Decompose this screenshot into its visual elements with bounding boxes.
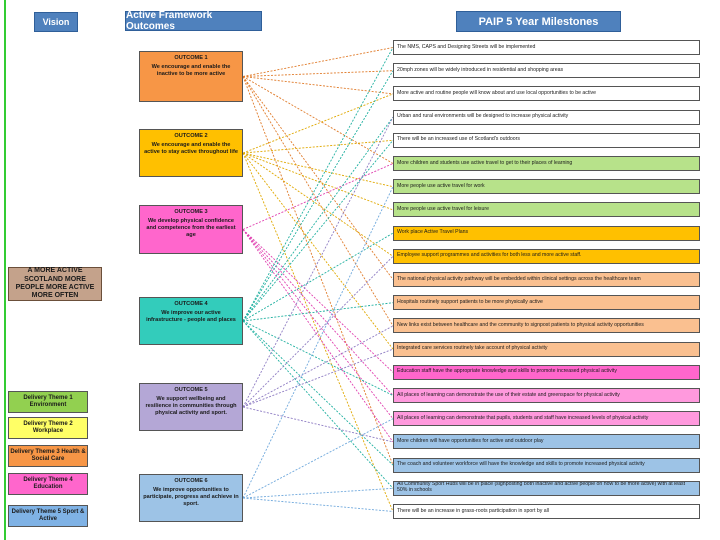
connector-line <box>242 229 394 443</box>
delivery-theme-3: Delivery Theme 3 Health & Social Care <box>8 445 88 467</box>
connector-line <box>242 229 394 419</box>
milestone-item: All places of learning can demonstrate t… <box>393 388 700 403</box>
milestone-item: More people use active travel for work <box>393 179 700 195</box>
outcome-box-2: OUTCOME 2 We encourage and enable the act… <box>139 129 243 177</box>
connector-line <box>242 152 394 188</box>
connector-line <box>242 232 394 322</box>
milestone-item: Work place Active Travel Plans <box>393 225 700 241</box>
connector-line <box>242 76 394 164</box>
milestone-item: More people use active travel for leisur… <box>393 202 700 218</box>
milestone-item: 20mph zones will be widely introduced in… <box>393 63 700 79</box>
connector-line <box>242 140 394 322</box>
outcome-description: We develop physical confidence and compe… <box>146 217 236 238</box>
connector-line <box>242 76 394 280</box>
milestone-item: Hospitals routinely support patients to … <box>393 295 700 311</box>
connector-line <box>242 76 394 95</box>
outcome-title: OUTCOME 2 <box>174 133 208 139</box>
milestone-item: All Community Sport Hubs will be in plac… <box>393 480 700 496</box>
outcome-box-3: OUTCOME 3 We develop physical confidence … <box>139 205 243 254</box>
outcome-box-4: OUTCOME 4 We improve our active infrastru… <box>139 297 243 345</box>
outcome-description: We improve our active infrastructure - p… <box>146 309 236 323</box>
connector-line <box>242 70 394 322</box>
connector-line <box>242 497 394 512</box>
connector-line <box>242 152 394 211</box>
outcome-title: OUTCOME 3 <box>174 209 208 215</box>
connector-line <box>242 139 394 154</box>
connector-line <box>242 152 394 257</box>
connector-line <box>242 255 394 408</box>
milestone-item: More children will have opportunities fo… <box>393 434 700 450</box>
connector-line <box>242 348 394 408</box>
connector-line <box>242 186 394 499</box>
milestones-header: PAIP 5 Year Milestones <box>456 11 621 32</box>
connector-line <box>242 302 394 322</box>
outcome-description: We encourage and enable the inactive to … <box>151 63 231 77</box>
connector-line <box>242 76 394 327</box>
milestone-item: More active and routine people will know… <box>393 86 700 102</box>
delivery-theme-5: Delivery Theme 5 Sport & Active <box>8 505 88 527</box>
milestone-item: Urban and rural environments will be des… <box>393 109 700 125</box>
connector-line <box>242 152 394 350</box>
milestone-item: All places of learning can demonstrate t… <box>393 411 700 427</box>
milestone-item: The NMS, CAPS and Designing Streets will… <box>393 40 700 55</box>
outcome-title: OUTCOME 4 <box>174 301 208 307</box>
milestone-item: The national physical activity pathway w… <box>393 272 700 287</box>
connector-line <box>242 320 394 466</box>
milestone-item: Employee support programmes and activiti… <box>393 248 700 264</box>
connector-line <box>242 93 394 154</box>
milestone-item: There will be an increase in grass-roots… <box>393 504 700 519</box>
connector-line <box>242 116 394 322</box>
connector-line <box>242 70 394 77</box>
delivery-theme-2: Delivery Theme 2 Workplace <box>8 417 88 439</box>
milestone-item: Education staff have the appropriate kno… <box>393 364 700 380</box>
outcome-title: OUTCOME 5 <box>174 387 208 393</box>
connector-line <box>242 229 394 373</box>
connector-line <box>242 325 394 408</box>
outcome-description: We encourage and enable the active to st… <box>144 141 238 155</box>
outcome-box-5: OUTCOME 5 We support wellbeing and resili… <box>139 383 243 431</box>
milestone-item: New links exist between healthcare and t… <box>393 318 700 334</box>
outcome-title: OUTCOME 6 <box>174 478 208 484</box>
delivery-theme-4: Delivery Theme 4 Education <box>8 473 88 495</box>
outcomes-header: Active Framework Outcomes <box>125 10 262 32</box>
connector-line <box>242 116 394 408</box>
connector-line <box>242 487 394 499</box>
outcome-box-6: OUTCOME 6 We improve opportunities to par… <box>139 474 243 522</box>
milestone-item: There will be an increased use of Scotla… <box>393 132 700 148</box>
outcome-box-1: OUTCOME 1 We encourage and enable the ina… <box>139 51 243 102</box>
connector-line <box>242 406 394 443</box>
outcome-description: We support wellbeing and resilience in c… <box>145 395 237 416</box>
connector-line <box>242 229 394 396</box>
page-border-line <box>4 0 6 540</box>
vision-header: Vision <box>34 12 78 32</box>
connector-line <box>242 418 394 499</box>
vision-box: A MORE ACTIVE SCOTLAND MORE PEOPLE MORE … <box>8 267 102 301</box>
outcome-description: We improve opportunities to participate,… <box>143 486 239 507</box>
connector-line <box>242 47 394 322</box>
milestone-item: The coach and volunteer workforce will h… <box>393 457 700 473</box>
milestone-item: More children and students use active tr… <box>393 156 700 171</box>
connector-line <box>242 47 394 77</box>
outcome-title: OUTCOME 1 <box>174 55 208 61</box>
connector-line <box>242 76 394 466</box>
delivery-theme-1: Delivery Theme 1 Environment <box>8 391 88 413</box>
connector-line <box>242 320 394 489</box>
milestone-item: Integrated care services routinely take … <box>393 341 700 357</box>
